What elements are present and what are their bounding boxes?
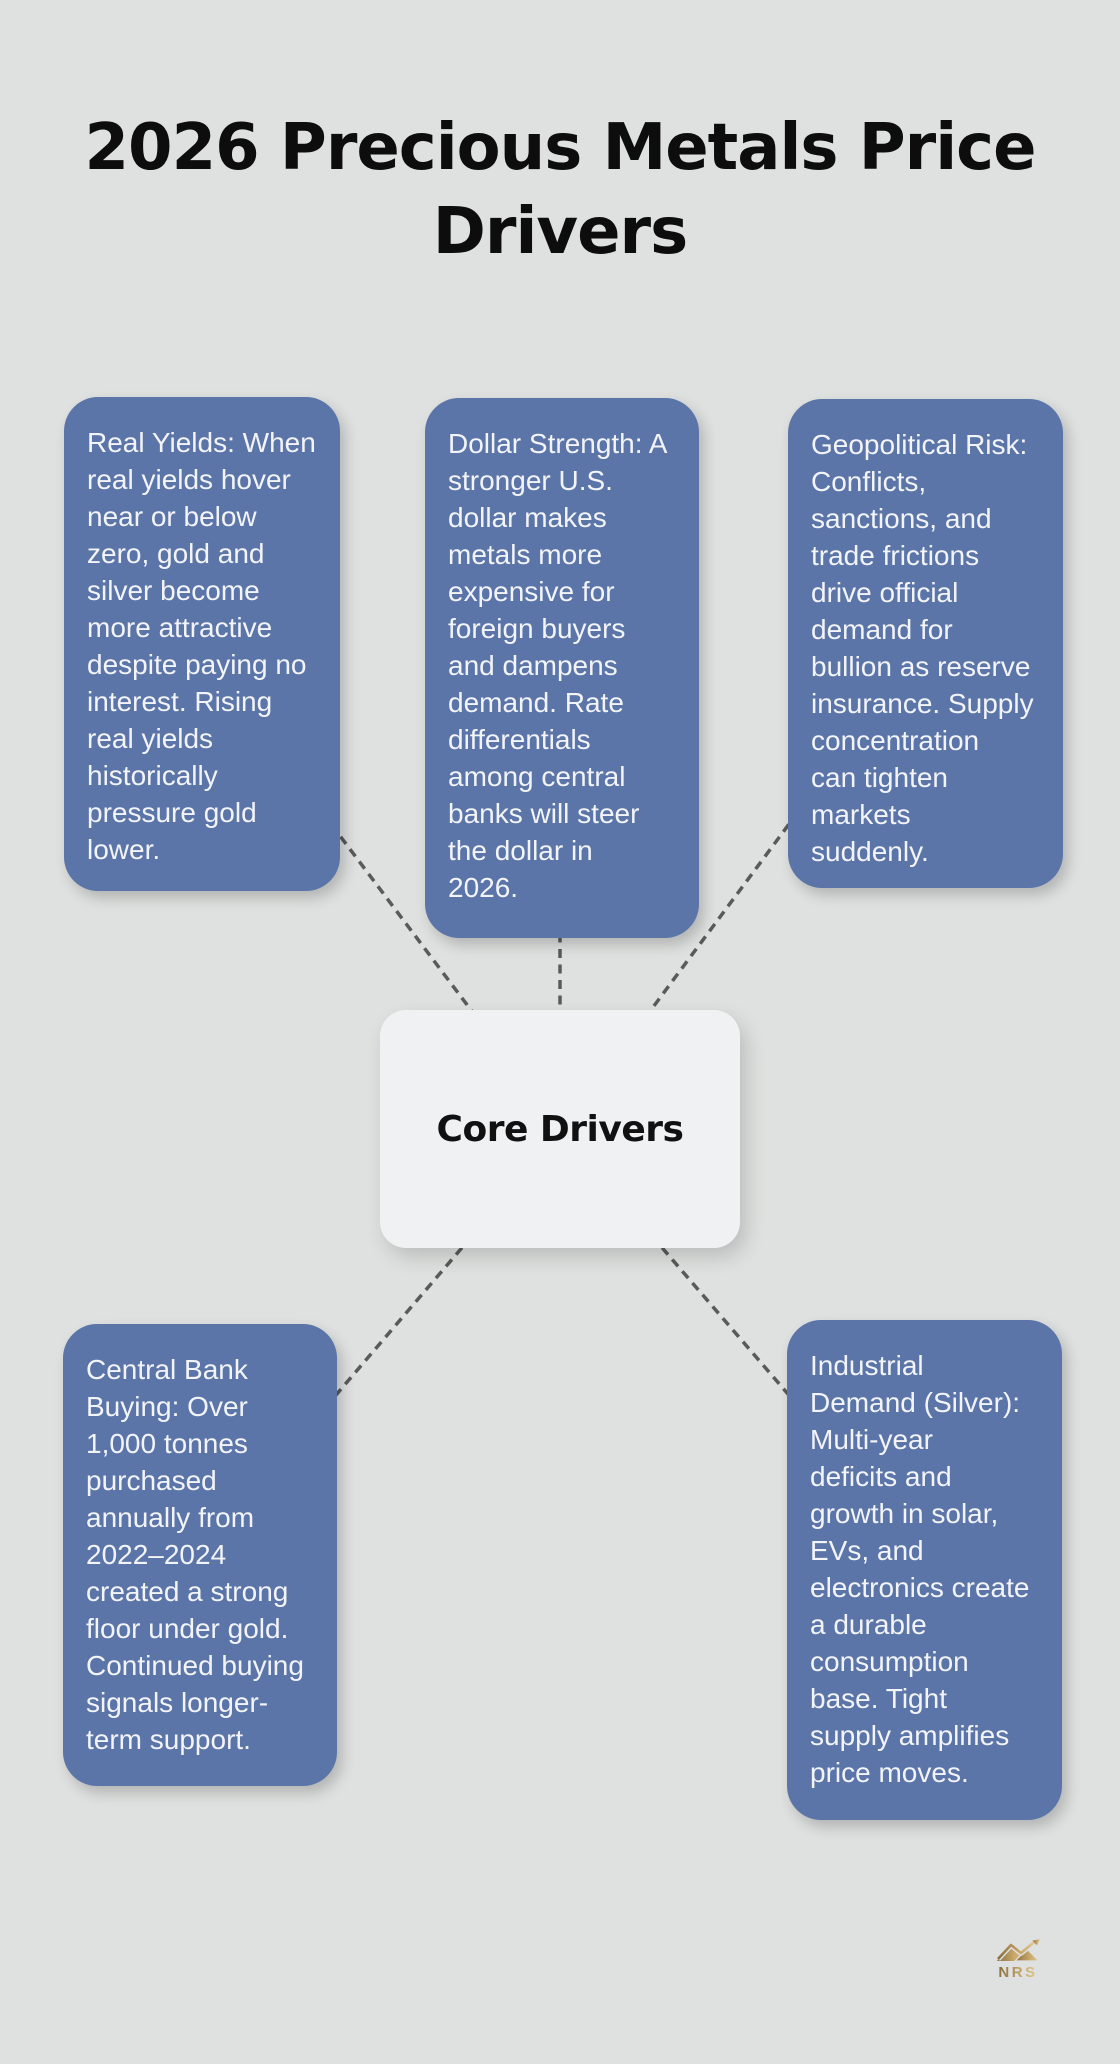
connector-real-yields [320, 810, 482, 1024]
mountain-arrow-icon: NRS [995, 1939, 1041, 1981]
node-geopolitical-risk: Geopolitical Risk: Conflicts, sanctions,… [788, 399, 1063, 888]
nrs-logo-text: NRS [998, 1964, 1037, 1981]
center-node: Core Drivers [380, 1010, 740, 1248]
center-node-label: Core Drivers [436, 1108, 684, 1150]
connector-industrial-demand [650, 1234, 802, 1410]
page-title: 2026 Precious Metals Price Drivers [84, 111, 1037, 269]
connector-geopolitical-risk [640, 810, 800, 1024]
connector-central-bank [316, 1234, 474, 1418]
node-central-bank-buying: Central Bank Buying: Over 1,000 tonnes p… [63, 1324, 337, 1786]
node-dollar-strength: Dollar Strength: A stronger U.S. dollar … [425, 398, 699, 938]
node-real-yields: Real Yields: When real yields hover near… [64, 397, 340, 891]
node-industrial-demand-silver: Industrial Demand (Silver): Multi-year d… [787, 1320, 1062, 1820]
nrs-logo: NRS [995, 1938, 1042, 1981]
